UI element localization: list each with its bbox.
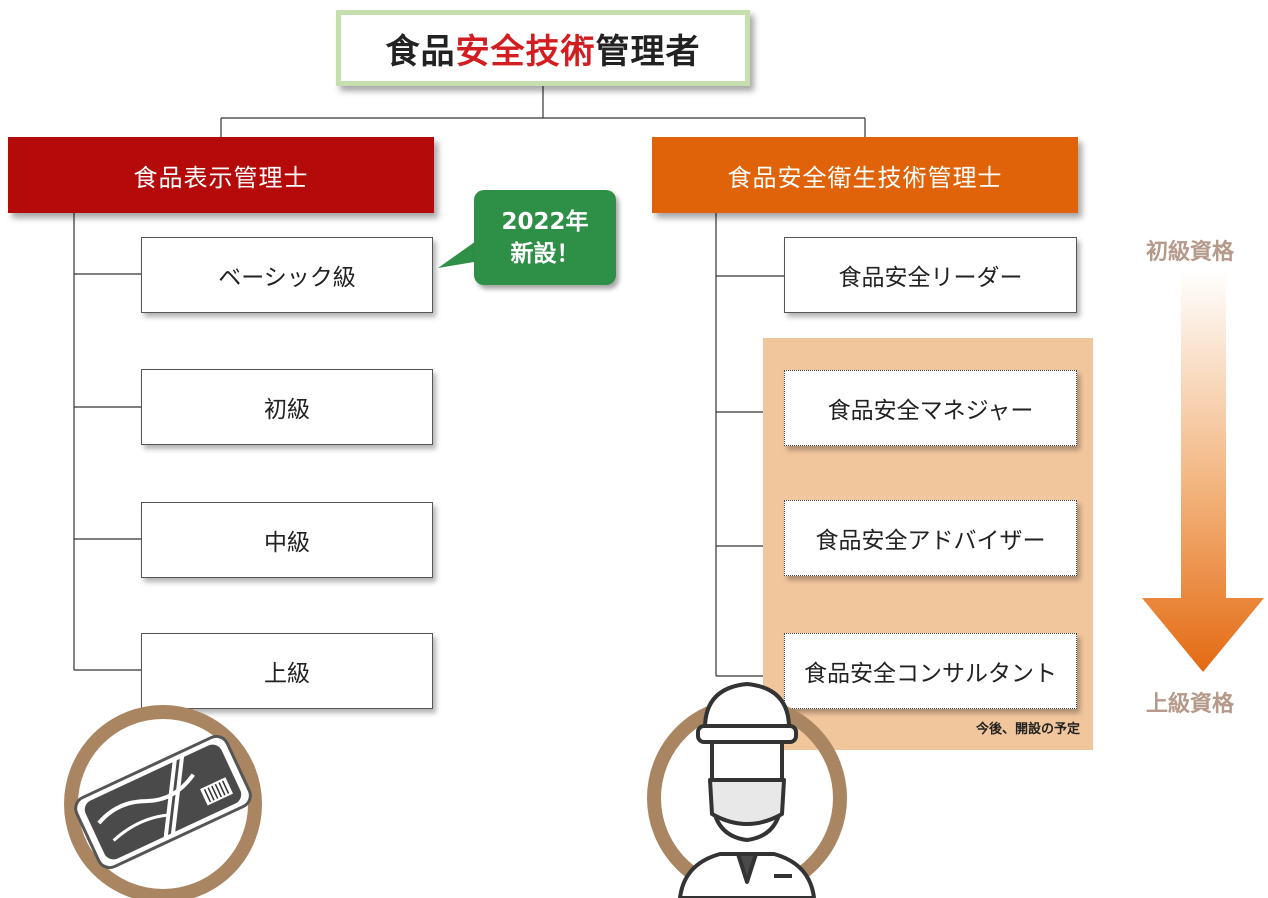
title-highlight: 安全技術 [455,31,596,72]
badge-line2: 新設！ [510,240,580,267]
level-box-adviser: 食品安全アドバイザー [784,500,1077,576]
scale-top-label: 初級資格 [1146,240,1235,265]
level-box-advanced: 上級 [141,633,433,709]
planned-note: 今後、開設の予定 [975,722,1080,737]
title-part2: 管理者 [595,31,701,72]
main-title: 食品安全技術管理者 [336,10,750,86]
level-box-basic: ベーシック級 [141,237,433,313]
level-box-manager: 食品安全マネジャー [784,370,1077,446]
food-package-icon [64,705,262,898]
left-branch-header: 食品表示管理士 [8,137,434,213]
badge-line1: 2022年 [501,208,589,235]
scale-bottom-label: 上級資格 [1146,692,1235,717]
masked-worker-icon [647,682,847,898]
level-box-consultant: 食品安全コンサルタント [784,633,1077,709]
level-box-intermediate: 中級 [141,502,433,578]
level-box-leader: 食品安全リーダー [784,237,1077,313]
title-part1: 食品 [385,31,456,72]
level-box-beginner: 初級 [141,369,433,445]
new-badge: 2022年 新設！ [474,190,616,285]
right-branch-header: 食品安全衛生技術管理士 [652,137,1078,213]
down-arrow-icon [1142,270,1264,672]
